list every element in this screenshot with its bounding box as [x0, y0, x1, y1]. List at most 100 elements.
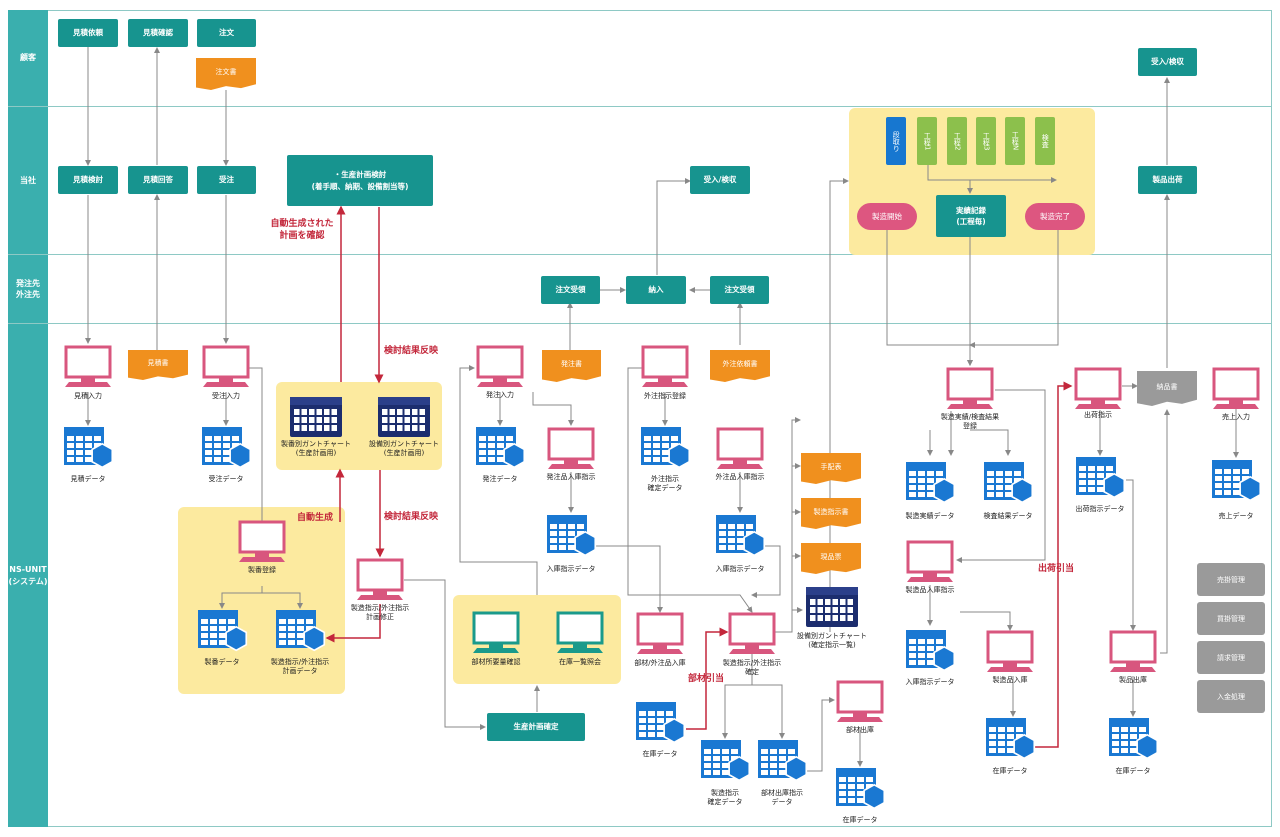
gantt-confirmed-label: 設備別ガントチャート (確定指示一覧)	[797, 632, 867, 650]
instr-edit-monitor-icon	[355, 558, 405, 608]
process3-step: 工程3	[976, 117, 996, 165]
plan-data-database-icon	[276, 610, 330, 662]
quote-review-box: 見積検討	[58, 166, 118, 194]
lane-divider	[8, 323, 1272, 324]
po-data-label: 発注データ	[482, 475, 518, 483]
po-receipt-instr-label: 発注品入庫指示	[546, 473, 596, 481]
order-input-label: 受注入力	[212, 392, 240, 400]
reflect1-annotation: 検討結果反映	[384, 346, 439, 356]
parts-issue-data-database-icon	[758, 740, 812, 792]
order-receive2-box: 注文受領	[710, 276, 769, 304]
lane-divider	[8, 254, 1272, 255]
stock-data2-label: 在庫データ	[842, 816, 878, 824]
receipt-instr-data2-label: 入庫指示データ	[715, 565, 765, 573]
quote-input-label: 見積入力	[74, 392, 102, 400]
quote-input-monitor-icon	[63, 345, 113, 395]
process1-step: 工程1	[917, 117, 937, 165]
order-input-monitor-icon	[201, 345, 251, 395]
auto-plan-annotation: 自動生成された 計画を確認	[270, 219, 334, 241]
order-data-label: 受注データ	[208, 475, 244, 483]
lane-customer: 顧客	[8, 10, 48, 106]
side-menu-payable[interactable]: 買掛管理	[1197, 602, 1265, 635]
order-data-database-icon	[202, 427, 256, 479]
lane-divider	[8, 106, 1272, 107]
side-menu-payment[interactable]: 入金処理	[1197, 680, 1265, 713]
lot-data-label: 製番データ	[204, 658, 240, 666]
reflect2-annotation: 検討結果反映	[384, 512, 439, 522]
ship-product-box: 製品出荷	[1138, 166, 1197, 194]
order-receive-box: 受注	[197, 166, 256, 194]
setup-step: 段取り	[886, 117, 906, 165]
customer-receive-box: 受入/検収	[1138, 48, 1197, 76]
delivery-box: 納入	[626, 276, 686, 304]
side-menu-receivable[interactable]: 売掛管理	[1197, 563, 1265, 596]
quote-doc: 見積書	[128, 350, 188, 380]
result-data-database-icon	[906, 462, 960, 514]
gantt-equip-gantt-icon	[378, 397, 430, 441]
receipt-instr-data3-label: 入庫指示データ	[905, 678, 955, 686]
outsrc-receipt-instr-label: 外注品入庫指示	[715, 473, 765, 481]
processN-step: 工程N	[1005, 117, 1025, 165]
ship-instr-monitor-icon	[1073, 367, 1123, 417]
process2-step: 工程2	[947, 117, 967, 165]
delivery-note-doc: 納品書	[1137, 371, 1197, 406]
quote-confirm-box: 見積確認	[128, 19, 188, 47]
lane-supplier: 発注先 外注先	[8, 255, 48, 323]
sales-data-database-icon	[1212, 460, 1266, 512]
stock-query-label: 在庫一覧照会	[559, 658, 601, 666]
quote-request-box: 見積依頼	[58, 19, 118, 47]
stock-query-monitor-icon	[555, 611, 605, 661]
product-receipt-instr-monitor-icon	[905, 540, 955, 590]
product-receipt-label: 製造品入庫	[992, 676, 1028, 684]
receipt-instr-data2-database-icon	[716, 515, 770, 567]
mfg-instr-doc: 製造指示書	[801, 498, 861, 529]
po-input-label: 発注入力	[486, 391, 514, 399]
instr-edit-label: 製造指示/外注指示 計画修正	[350, 604, 410, 622]
parts-issue-label: 部材出庫	[846, 726, 874, 734]
ship-instr-data-database-icon	[1076, 457, 1130, 509]
parts-alloc-annotation: 部材引当	[688, 674, 725, 684]
stock-data4-database-icon	[1109, 718, 1163, 770]
stock-data1-database-icon	[636, 702, 690, 754]
parts-issue-data-label: 部材出庫指示 データ	[761, 789, 803, 807]
outsrc-register-monitor-icon	[640, 345, 690, 395]
company-receive-box: 受入/検収	[690, 166, 750, 194]
result-register-monitor-icon	[945, 367, 995, 417]
gantt-product-gantt-icon	[290, 397, 342, 441]
side-menu-billing[interactable]: 請求管理	[1197, 641, 1265, 674]
plan-confirm-box[interactable]: 生産計画確定	[487, 713, 585, 741]
lane-company: 当社	[8, 107, 48, 254]
po-receipt-instr-monitor-icon	[546, 427, 596, 477]
result-data-label: 製造実績データ	[905, 512, 955, 520]
plan-review-box: ・生産計画検討 (着手順、納期、設備割当等)	[287, 155, 433, 206]
parts-req-label: 部材所要量確認	[471, 658, 521, 666]
goods-tag-doc: 現品票	[801, 543, 861, 574]
lot-data-database-icon	[198, 610, 252, 662]
parts-req-monitor-icon	[471, 611, 521, 661]
parts-outsrc-receipt-label: 部材/外注品入庫	[634, 659, 686, 667]
mfg-confirm-data-database-icon	[701, 740, 755, 792]
gantt-equip-label: 設備別ガントチャート (生産計画用)	[369, 440, 439, 458]
order-doc: 注文書	[196, 58, 256, 90]
arrangement-doc: 手配表	[801, 453, 861, 484]
product-receipt-instr-label: 製造品入庫指示	[905, 586, 955, 594]
inspect-data-label: 検査結果データ	[983, 512, 1033, 520]
stock-data3-label: 在庫データ	[992, 767, 1028, 775]
lot-register-label: 製番登録	[248, 566, 276, 574]
order-box: 注文	[197, 19, 256, 47]
receipt-instr-data1-database-icon	[547, 515, 601, 567]
product-receipt-monitor-icon	[985, 630, 1035, 680]
quote-reply-box: 見積回答	[128, 166, 188, 194]
outsrc-doc: 外注依頼書	[710, 350, 770, 382]
ship-alloc-annotation: 出荷引当	[1038, 564, 1075, 574]
stock-data3-database-icon	[986, 718, 1040, 770]
instr-confirm-monitor-icon	[727, 612, 777, 662]
quote-data-label: 見積データ	[70, 475, 106, 483]
receipt-instr-data3-database-icon	[906, 630, 960, 682]
sales-data-label: 売上データ	[1218, 512, 1254, 520]
po-doc: 発注書	[542, 350, 601, 382]
plan-data-label: 製造指示/外注指示 計画データ	[270, 658, 330, 676]
quote-data-database-icon	[64, 427, 118, 479]
stock-data2-database-icon	[836, 768, 890, 820]
